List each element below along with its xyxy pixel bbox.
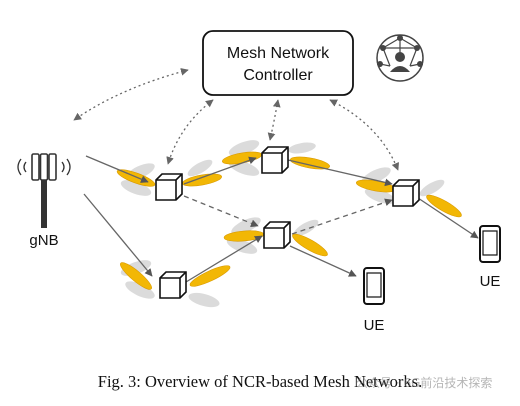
link-gnb-to-node-c: [83, 193, 153, 277]
link-node-d-to-ue: [417, 197, 479, 239]
repeater-node-icon: [263, 221, 291, 249]
repeater-node-icon: [155, 173, 183, 201]
repeater-node-icon: [392, 179, 420, 207]
ue-label-center: UE: [364, 317, 385, 334]
controller-label-line2: Controller: [243, 67, 313, 84]
mesh-network-controller: Mesh Network Controller: [202, 30, 354, 96]
link-gnb-to-node-a: [85, 155, 149, 183]
network-user-icon: [376, 34, 424, 82]
gnb-label: gNB: [29, 232, 58, 249]
smartphone-icon: [363, 267, 385, 305]
control-links: [73, 68, 400, 171]
control-link-node-d: [329, 99, 400, 171]
cell-tower-icon: [17, 153, 71, 228]
controller-label-line1: Mesh Network: [227, 45, 330, 62]
watermark: 公众号 · 6G前沿技术探索: [356, 376, 493, 390]
control-link-node-a: [166, 99, 214, 165]
figure-caption: Fig. 3: Overview of NCR-based Mesh Netwo…: [97, 372, 423, 391]
link-node-c-to-e: [185, 235, 263, 283]
alt-link-node-a-to-e: [183, 195, 259, 227]
repeater-node-icon: [261, 146, 289, 174]
link-node-e-to-ue: [289, 245, 357, 277]
control-link-gnb: [73, 68, 189, 121]
link-node-a-to-b: [183, 156, 257, 185]
repeater-node-icon: [159, 271, 187, 299]
link-node-b-to-d: [287, 159, 393, 187]
alternate-links: [183, 195, 393, 235]
smartphone-icon: [479, 225, 501, 263]
ue-label-right: UE: [480, 273, 501, 290]
main-beams: [116, 151, 462, 290]
data-links: [83, 155, 479, 283]
control-link-node-b: [267, 99, 281, 141]
